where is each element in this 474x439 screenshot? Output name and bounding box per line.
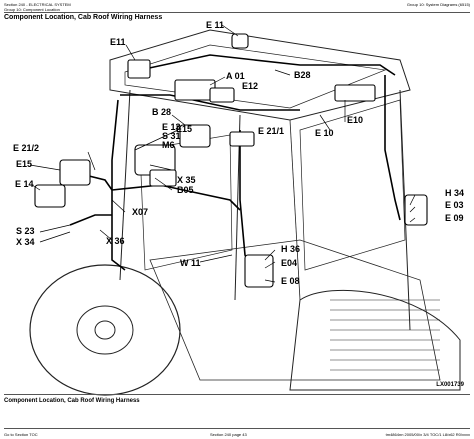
front-wheel-hub (76, 305, 134, 355)
label-h36: H 36 (281, 244, 301, 254)
footer-doc-id: tm4864nn 2005/00/x 3/4 TOC/1 L8/x62 R0/x… (385, 432, 470, 437)
label-h34: H 34 (445, 188, 465, 198)
label-b05: B05 (177, 185, 194, 195)
harness-left-drop (111, 99, 126, 271)
label-e08: E 08 (281, 276, 300, 286)
front-wheel (29, 264, 181, 396)
header-section-line: Section 240 - ELECTRICAL SYSTEM (4, 2, 71, 7)
label-s31: S 31 (162, 131, 181, 141)
label-s23: S 23 (16, 226, 35, 236)
figure-caption: Component Location, Cab Roof Wiring Harn… (4, 398, 140, 404)
harness-left-branch (84, 174, 113, 191)
label-e10-mid: E 10 (315, 128, 334, 138)
label-e13: E 13 (162, 122, 181, 132)
label-w11: W 11 (180, 258, 201, 268)
harness-roof-main (139, 54, 396, 76)
component-e21-1 (229, 131, 255, 147)
label-e04: E04 (281, 258, 298, 268)
subtitle-rule (4, 394, 470, 395)
front-wheel-center (94, 320, 116, 340)
label-e10-right: E10 (347, 115, 364, 125)
label-e03: E 03 (445, 200, 464, 210)
cab-pillar-mid (289, 119, 301, 301)
cab-window-frame (299, 99, 406, 271)
component-a01 (174, 79, 216, 101)
component-e14 (34, 184, 66, 208)
footer-toc-link[interactable]: Go to Section TOC (4, 432, 38, 437)
harness-lower-branch (69, 214, 112, 226)
rear-wheel (289, 289, 461, 391)
page-title: Component Location, Cab Roof Wiring Harn… (4, 14, 163, 21)
cab-pillar-left (119, 89, 131, 281)
label-e11: E11 (110, 37, 126, 47)
label-e15-mid: E15 (176, 124, 193, 134)
component-e13 (179, 124, 211, 148)
component-e11 (127, 59, 151, 79)
header-group: Group 10: System Diagrams (6515) (407, 2, 470, 7)
label-a01: A 01 (226, 71, 245, 81)
component-e21-2 (59, 159, 91, 186)
label-e14: E 14 (15, 179, 34, 189)
label-x36: X 36 (106, 236, 125, 246)
leader-lines (29, 24, 416, 283)
footer-rule (4, 428, 470, 429)
label-e21-1: E 21/1 (258, 126, 285, 136)
header-rule (4, 12, 470, 13)
label-x35: X 35 (177, 175, 196, 185)
component-b05 (149, 169, 177, 187)
label-m6: M6 (162, 140, 175, 150)
label-e11-top: E 11 (206, 20, 225, 30)
image-code: LX001739 (436, 382, 464, 388)
label-x34: X 34 (16, 237, 35, 247)
component-lamp-rear (404, 194, 428, 226)
header-group-line-right: Group 10: System Diagrams (6515) (406, 2, 470, 7)
component-e12 (209, 87, 235, 103)
label-e09: E 09 (445, 213, 464, 223)
harness-roof-front (120, 94, 300, 111)
body-hatching (330, 299, 440, 371)
cab-roof-outline (109, 29, 411, 121)
harness-right-drop (384, 75, 401, 221)
label-e12: E12 (242, 81, 259, 91)
label-e15-left: E15 (16, 159, 33, 169)
footer-page-number: Section 240 page 43 (210, 432, 247, 437)
label-e21-2: E 21/2 (13, 143, 40, 153)
header-group-line: Group 10: Component Location (4, 7, 60, 12)
label-b28-right: B28 (294, 70, 311, 80)
harness-center-drop (239, 130, 251, 266)
label-x07: X07 (132, 207, 149, 217)
label-b28-left: B 28 (152, 107, 172, 117)
component-e11-top (231, 33, 249, 49)
harness-cross (111, 184, 241, 211)
header-section: Section 240 - ELECTRICAL SYSTEM Group 10… (4, 2, 71, 12)
component-e10-right (334, 84, 376, 102)
component-lamp-mid (244, 254, 274, 288)
